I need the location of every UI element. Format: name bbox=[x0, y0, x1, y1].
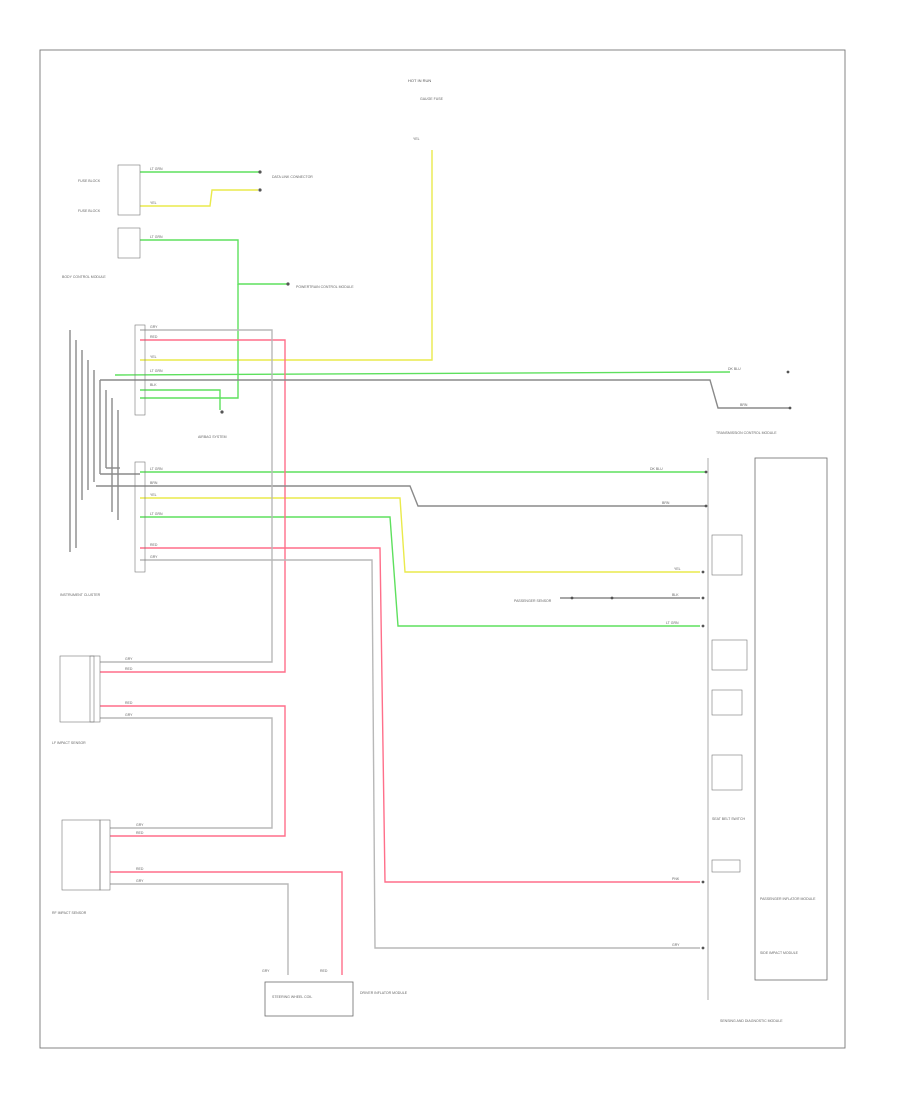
wire-gray-1 bbox=[100, 379, 790, 409]
code-yel-1: YEL bbox=[150, 201, 157, 205]
code-red-5: RED bbox=[136, 831, 144, 835]
code-yel-4: YEL bbox=[674, 567, 681, 571]
code-brn-2: BRN bbox=[740, 403, 748, 407]
label-hot-in-run: HOT IN RUN bbox=[408, 78, 431, 83]
wire-lgray-4 bbox=[110, 883, 289, 975]
code-red-4: RED bbox=[125, 701, 133, 705]
code-gry-4: GRY bbox=[125, 713, 133, 717]
wire-lgray-1 bbox=[100, 329, 273, 663]
label-seat-belt: SEAT BELT SWITCH bbox=[712, 817, 745, 821]
connector-bcm bbox=[134, 324, 146, 573]
wire-green-low bbox=[140, 516, 700, 627]
diagram-frame bbox=[39, 49, 846, 1049]
label-steering-coil: STEERING WHEEL COIL bbox=[272, 995, 312, 999]
label-data-link: DATA LINK CONNECTOR bbox=[272, 175, 313, 179]
code-red-7: RED bbox=[320, 969, 328, 973]
code-brn-1: BRN bbox=[150, 481, 158, 485]
code-lt-grn-6: LT GRN bbox=[666, 621, 679, 625]
code-gry-2: GRY bbox=[150, 555, 158, 559]
wire-lgray-3 bbox=[100, 717, 273, 829]
wire-red-3 bbox=[100, 705, 286, 837]
code-blk-2: BLK bbox=[672, 593, 679, 597]
label-gauge-fuse: GAUGE FUSE bbox=[420, 97, 444, 101]
code-gry-3: GRY bbox=[125, 657, 133, 661]
module-sdm-internals bbox=[707, 458, 748, 1000]
label-pcm-top: POWERTRAIN CONTROL MODULE bbox=[296, 285, 354, 289]
wire-green-short bbox=[140, 389, 221, 410]
code-blk-1: BLK bbox=[150, 383, 157, 387]
terminal-dots bbox=[220, 170, 792, 950]
wire-yellow-fuse bbox=[140, 189, 258, 207]
connector-fuse-block bbox=[117, 164, 141, 259]
label-fuse-block-2: FUSE BLOCK bbox=[78, 209, 101, 213]
label-transmission-module: TRANSMISSION CONTROL MODULE bbox=[716, 431, 777, 435]
code-lt-grn-4: LT GRN bbox=[150, 467, 163, 471]
wire-red-2 bbox=[140, 547, 700, 883]
code-pnk-1: PNK bbox=[672, 877, 680, 881]
wire-green-right bbox=[114, 371, 731, 376]
wire-gray-2 bbox=[96, 485, 705, 507]
wire-lgray-2 bbox=[140, 559, 700, 949]
code-gry-5: GRY bbox=[136, 823, 144, 827]
wire-green-bcm bbox=[140, 239, 288, 285]
code-yel-2: YEL bbox=[150, 355, 157, 359]
code-gry-7: GRY bbox=[672, 943, 680, 947]
wire-bundle-left bbox=[69, 330, 140, 552]
label-rf-sensor: RF IMPACT SENSOR bbox=[52, 911, 87, 915]
wire-yellow-mid bbox=[140, 497, 700, 573]
code-yel-5: YEL bbox=[413, 137, 420, 141]
label-bcm: BODY CONTROL MODULE bbox=[62, 275, 106, 279]
code-lt-grn-3: LT GRN bbox=[150, 369, 163, 373]
label-passenger-sensor: PASSENGER SENSOR bbox=[514, 599, 552, 603]
connector-lf-sensor bbox=[59, 655, 101, 723]
wire-red-1 bbox=[100, 339, 286, 673]
label-lf-sensor: LF IMPACT SENSOR bbox=[52, 741, 86, 745]
module-sdm bbox=[754, 457, 828, 981]
code-gry-6: GRY bbox=[136, 879, 144, 883]
code-dk-blu-1: DK BLU bbox=[728, 367, 741, 371]
label-airbag-system: AIRBAG SYSTEM bbox=[198, 435, 227, 439]
code-red-2: RED bbox=[150, 543, 158, 547]
code-red-6: RED bbox=[136, 867, 144, 871]
code-lt-grn-1: LT GRN bbox=[150, 167, 163, 171]
label-fuse-block-1: FUSE BLOCK bbox=[78, 179, 101, 183]
code-red-1: RED bbox=[150, 335, 158, 339]
wire-red-4 bbox=[110, 871, 343, 975]
code-lt-grn-2: LT GRN bbox=[150, 235, 163, 239]
code-gry-8: GRY bbox=[262, 969, 270, 973]
code-dk-blu-2: DK BLU bbox=[650, 467, 663, 471]
wire-yellow-top bbox=[140, 150, 433, 361]
label-driver-module: DRIVER INFLATOR MODULE bbox=[360, 991, 408, 995]
code-lt-grn-5: LT GRN bbox=[150, 512, 163, 516]
wire-green-bcm-down bbox=[140, 284, 239, 399]
code-red-3: RED bbox=[125, 667, 133, 671]
code-gry-1: GRY bbox=[150, 325, 158, 329]
label-sdm: SENSING AND DIAGNOSTIC MODULE bbox=[720, 1019, 783, 1023]
module-pcm bbox=[264, 981, 354, 1017]
code-brn-3: BRN bbox=[662, 501, 670, 505]
connector-rf-sensor bbox=[61, 819, 111, 891]
label-instrument-cluster: INSTRUMENT CLUSTER bbox=[60, 593, 101, 597]
label-side-module: SIDE IMPACT MODULE bbox=[760, 951, 799, 955]
label-passenger-module: PASSENGER INFLATOR MODULE bbox=[760, 897, 816, 901]
code-yel-3: YEL bbox=[150, 493, 157, 497]
